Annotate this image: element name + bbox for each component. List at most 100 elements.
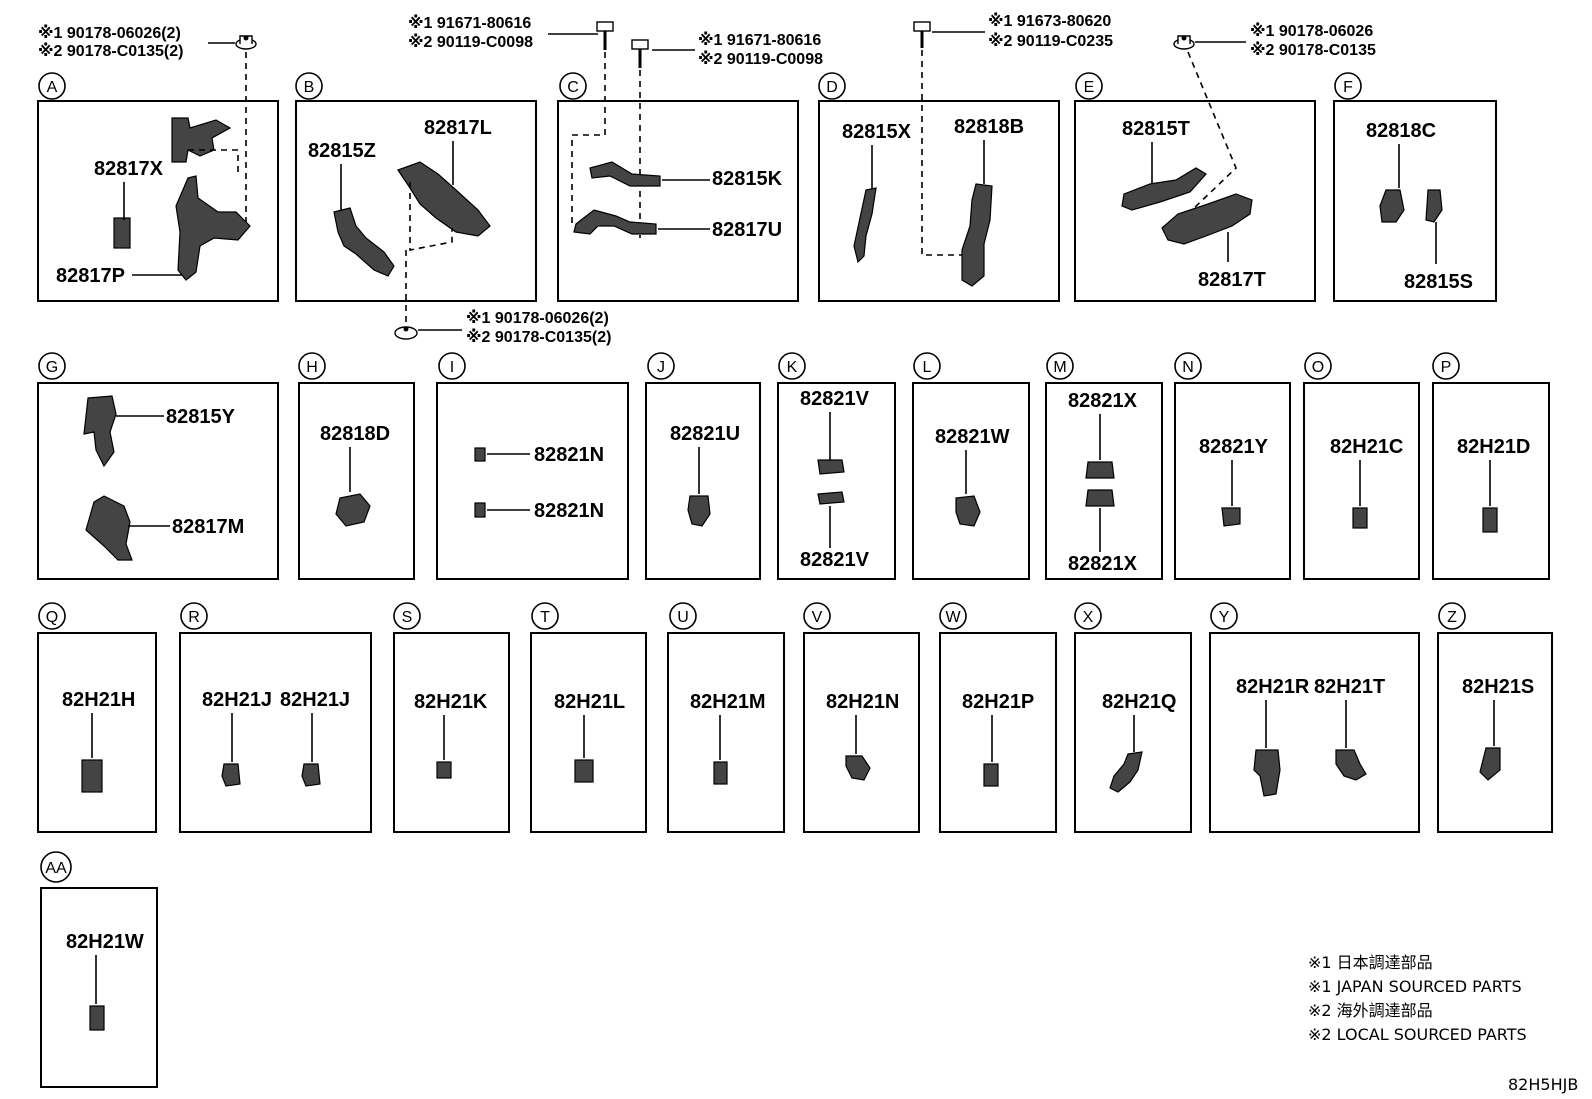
clip-icon [1482, 507, 1498, 533]
panel-c: C 82815K 82817U [557, 72, 799, 302]
flange-nut-icon [1173, 35, 1195, 50]
panel-a: A 82817X 82817P [37, 72, 279, 302]
fastener-b-bottom: ※1 90178-06026(2) ※2 90178-C0135(2) [394, 250, 611, 346]
part-label: 82817P [56, 265, 125, 287]
panel-q: Q 82H21H [37, 602, 157, 833]
part-label: 82821V [800, 388, 870, 410]
clip-icon [817, 491, 845, 505]
part-label: 82H21H [62, 689, 135, 711]
part-label: 82H21N [826, 691, 899, 713]
fastener-c-right-line1: ※1 91671-80616 [698, 31, 821, 49]
panel-t-letter: T [540, 609, 550, 626]
panel-l: L 82821W [912, 352, 1030, 580]
bracket-icon [573, 161, 661, 235]
bracket-icon [83, 395, 133, 561]
part-label: 82H21M [690, 691, 766, 713]
part-label: 82H21T [1314, 676, 1385, 698]
panel-b: B 82815Z 82817L [295, 72, 537, 302]
panel-a-letter: A [47, 79, 58, 96]
part-label: 82821X [1068, 553, 1138, 575]
clip-icon [301, 763, 321, 787]
legend-line-2: ※1 JAPAN SOURCED PARTS [1308, 977, 1522, 996]
fastener-c-left-line2: ※2 90119-C0098 [408, 33, 533, 51]
bracket-icon [853, 183, 993, 287]
part-label: 82H21C [1330, 436, 1403, 458]
part-label: 82H21P [962, 691, 1034, 713]
part-label: 82817L [424, 117, 492, 139]
part-label: 82H21D [1457, 436, 1530, 458]
bracket-icon [335, 493, 371, 527]
panel-e: E 82815T 82817T [1074, 72, 1316, 302]
fastener-b-bottom-line2: ※2 90178-C0135(2) [466, 328, 611, 346]
part-label: 82817U [712, 219, 782, 241]
panel-w: W 82H21P [939, 602, 1057, 833]
panel-f-letter: F [1343, 79, 1353, 96]
part-label: 82821Y [1199, 436, 1269, 458]
bolt-icon [596, 21, 614, 50]
panel-aa-letter: AA [45, 860, 67, 877]
panel-e-letter: E [1084, 79, 1095, 96]
panel-v: V 82H21N [803, 602, 920, 833]
panel-u: U 82H21M [667, 602, 785, 833]
figure-code: 82H5HJB [1508, 1075, 1578, 1094]
part-label: 82821N [534, 444, 604, 466]
panel-h-letter: H [306, 359, 318, 376]
clip-icon [574, 759, 594, 783]
part-label: 82H21Q [1102, 691, 1177, 713]
part-label: 82H21J [202, 689, 272, 711]
panel-f: F 82818C 82815S [1333, 72, 1497, 302]
fastener-e-top: ※1 90178-06026 ※2 90178-C0135 [1173, 22, 1376, 211]
bracket-icon [1121, 167, 1253, 245]
legend: ※1 日本調達部品 ※1 JAPAN SOURCED PARTS ※2 海外調達… [1308, 953, 1527, 1044]
panel-g: G 82815Y 82817M [37, 352, 279, 580]
legend-line-4: ※2 LOCAL SOURCED PARTS [1308, 1025, 1527, 1044]
fastener-c-left-line1: ※1 91671-80616 [408, 14, 531, 32]
part-label: 82817M [172, 516, 244, 538]
panel-r-letter: R [188, 609, 200, 626]
panel-h: H 82818D [298, 352, 415, 580]
panel-x-letter: X [1083, 609, 1094, 626]
panel-v-letter: V [812, 609, 823, 626]
panel-q-letter: Q [46, 609, 58, 626]
part-label: 82H21S [1462, 676, 1534, 698]
clip-icon [89, 1005, 105, 1031]
bracket-icon [1335, 749, 1367, 781]
part-label: 82818C [1366, 120, 1436, 142]
panel-p: P 82H21D [1432, 352, 1550, 580]
part-label: 82815K [712, 168, 783, 190]
fastener-d-top-line2: ※2 90119-C0235 [988, 32, 1113, 50]
panel-j: J 82821U [645, 352, 761, 580]
bolt-icon [631, 39, 649, 68]
part-label: 82821U [670, 423, 740, 445]
fastener-a-top-line2: ※2 90178-C0135(2) [38, 42, 183, 60]
bracket-icon [1379, 189, 1443, 223]
part-label: 82821N [534, 500, 604, 522]
panel-k: K 82821V 82821V [777, 352, 896, 580]
bracket-icon [1109, 751, 1143, 793]
panel-s-letter: S [402, 609, 413, 626]
panel-p-letter: P [1441, 359, 1452, 376]
panel-x: X 82H21Q [1074, 602, 1192, 833]
panel-s: S 82H21K [393, 602, 510, 833]
part-label: 82818B [954, 116, 1024, 138]
part-label: 82821W [935, 426, 1010, 448]
clip-icon [81, 759, 103, 793]
bolt-icon [913, 21, 931, 48]
panel-c-letter: C [567, 79, 579, 96]
panel-o: O 82H21C [1303, 352, 1420, 580]
panel-l-letter: L [923, 359, 932, 376]
fastener-e-top-line2: ※2 90178-C0135 [1250, 41, 1376, 59]
part-label: 82H21K [414, 691, 488, 713]
clip-icon [1085, 461, 1115, 479]
panel-i: I 82821N 82821N [436, 352, 629, 580]
panel-d: D 82815X 82818B [818, 72, 1060, 302]
fastener-c-right-line2: ※2 90119-C0098 [698, 50, 823, 68]
panel-m-letter: M [1053, 359, 1066, 376]
flange-nut-icon [394, 326, 418, 340]
fastener-a-top-line1: ※1 90178-06026(2) [38, 24, 181, 42]
part-label: 82H21W [66, 931, 144, 953]
panel-j-letter: J [657, 359, 665, 376]
part-label: 82818D [320, 423, 390, 445]
clip-icon [845, 755, 871, 781]
panel-u-letter: U [677, 609, 689, 626]
